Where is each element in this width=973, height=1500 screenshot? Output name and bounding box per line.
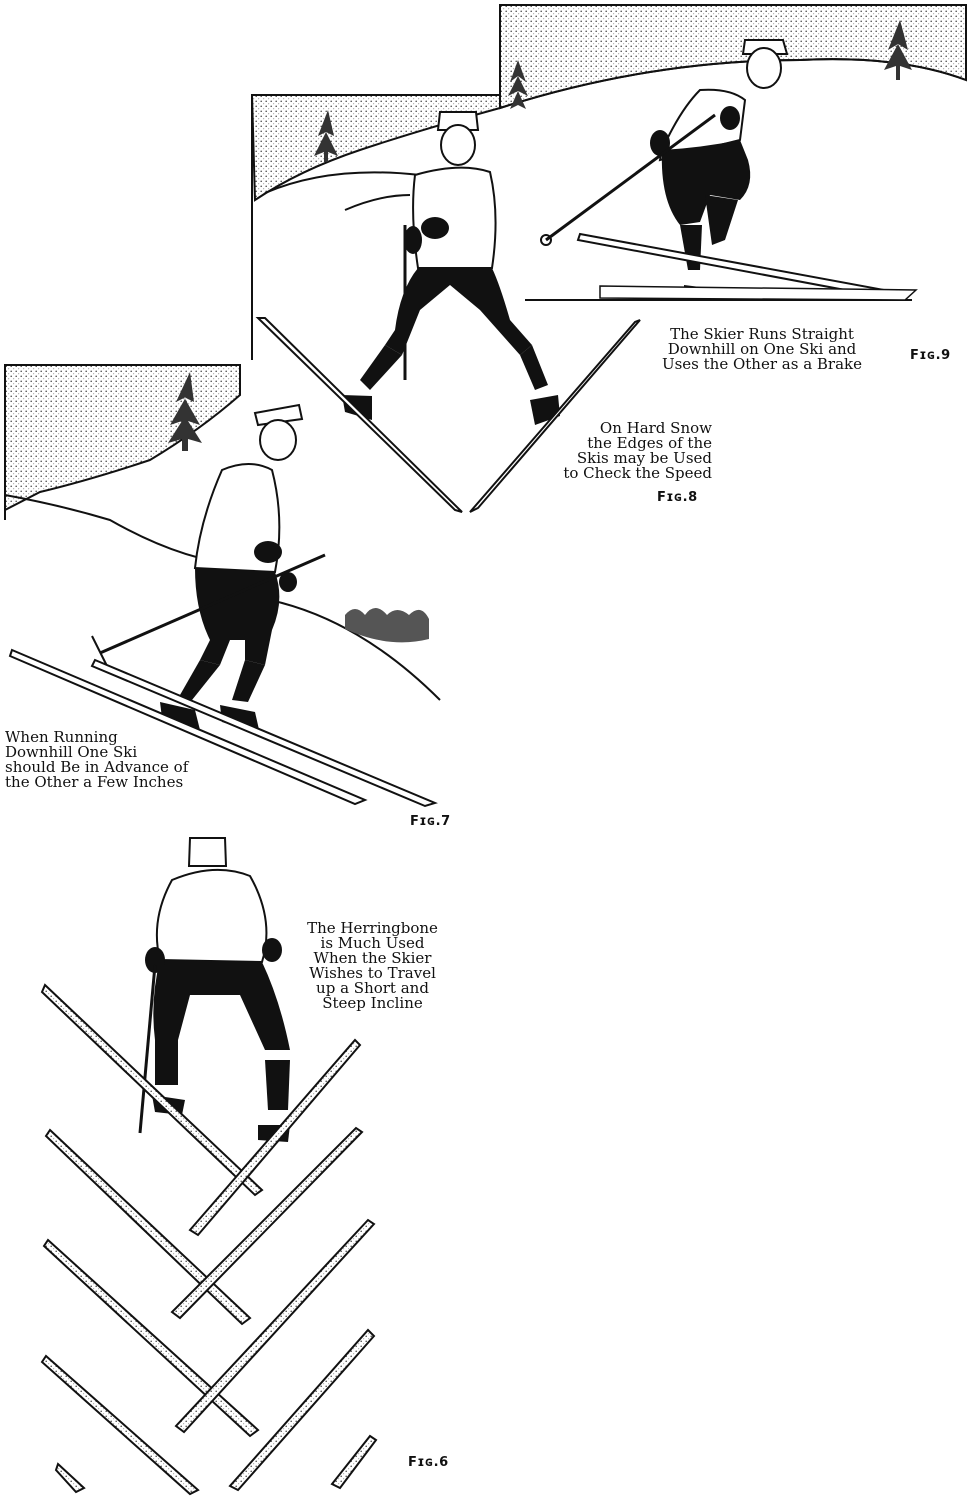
fig7-hill-2 — [269, 599, 441, 701]
fig6-pole — [138, 964, 157, 1134]
fig9-pole-basket — [540, 234, 552, 246]
fig6-caption: The Herringbone is Much Used When the Sk… — [290, 921, 455, 1011]
fig9-pole — [545, 113, 716, 242]
fig6-label: Fɪɢ.6 — [408, 1455, 449, 1470]
fig8-caption-line: to Check the Speed — [563, 464, 712, 482]
fig6-caption-line: The Herringbone — [307, 919, 438, 937]
fig8-ski-left — [255, 317, 463, 513]
fig8-caption: On Hard Snow the Edges of the Skis may b… — [540, 421, 712, 481]
fig7-label: Fɪɢ.7 — [410, 814, 451, 829]
fig8-illustration — [250, 94, 641, 513]
fig7-sky — [4, 364, 241, 512]
fig8-label: Fɪɢ.8 — [657, 490, 698, 505]
fig7-ski-back — [8, 648, 368, 806]
fig6-caption-line: is Much Used — [320, 934, 425, 952]
fig6-ski-left — [40, 983, 264, 1197]
fig7-illustration — [4, 364, 441, 808]
fig8-caption-line: the Edges of the — [587, 434, 712, 452]
fig9-label: Fɪɢ.9 — [910, 348, 951, 363]
fig7-caption-line: Downhill One Ski — [5, 743, 138, 761]
fig9-caption-line: Downhill on One Ski and — [667, 340, 857, 358]
fig6-caption-line: Wishes to Travel — [309, 964, 436, 982]
fig8-skier — [342, 111, 560, 425]
fig6-caption-line: When the Skier — [313, 949, 432, 967]
fig9-tree — [508, 60, 528, 119]
fig7-caption-line: When Running — [5, 728, 118, 746]
fig9-caption: The Skier Runs Straight Downhill on One … — [646, 327, 878, 372]
fig6-herringbone-tracks — [40, 1126, 378, 1496]
fig7-caption-line: should Be in Advance of — [5, 758, 189, 776]
fig6-skier — [145, 837, 290, 1142]
fig6-caption-line: up a Short and — [316, 979, 429, 997]
fig8-tree — [314, 110, 338, 162]
fig7-ski-front — [90, 658, 438, 808]
fig8-caption-line: On Hard Snow — [599, 419, 712, 437]
fig9-illustration — [499, 4, 967, 301]
fig8-snow-curve-2 — [344, 194, 411, 211]
fig9-hill-line — [499, 58, 967, 109]
fig9-caption-line: The Skier Runs Straight — [670, 325, 854, 343]
fig7-skier — [160, 403, 304, 734]
fig9-ski-bottom — [599, 285, 918, 301]
fig9-caption-line: Uses the Other as a Brake — [661, 355, 863, 373]
fig8-ski-right — [469, 319, 641, 513]
fig8-snow-curve — [264, 171, 421, 194]
fig7-caption-line: the Other a Few Inches — [5, 773, 184, 791]
fig6-caption-line: Steep Incline — [322, 994, 423, 1012]
fig7-bushes — [345, 608, 429, 643]
fig7-pole — [99, 553, 326, 655]
fig7-caption: When Running Downhill One Ski should Be … — [5, 730, 235, 790]
fig6-illustration — [40, 837, 378, 1496]
fig6-ski-right — [188, 1038, 362, 1237]
fig8-caption-line: Skis may be Used — [576, 449, 712, 467]
fig7-tree — [168, 372, 202, 451]
fig7-pole-basket — [91, 635, 109, 669]
fig9-tree-right — [884, 20, 912, 80]
